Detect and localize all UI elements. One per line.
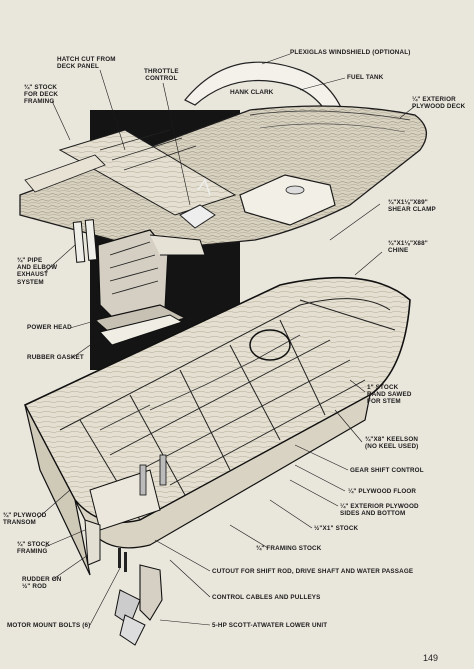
label-fuel-tank: FUEL TANK [347, 74, 384, 81]
label-shear-clamp: ¾"x1⅛"x89" SHEAR CLAMP [388, 199, 436, 214]
page-number: 149 [423, 653, 439, 663]
label-pipe-exhaust: ¾" PIPE AND ELBOW EXHAUST SYSTEM [17, 257, 58, 286]
label-deck-framing-stock: ¾" STOCK FOR DECK FRAMING [24, 84, 59, 106]
label-framing-stock-center: ¾" FRAMING STOCK [256, 545, 322, 552]
label-gear-shift: GEAR SHIFT CONTROL [350, 467, 424, 474]
deck-panel [19, 105, 427, 251]
label-plexiglas-windshield: PLEXIGLAS WINDSHIELD (OPTIONAL) [290, 49, 411, 56]
label-lower-unit: 5-HP SCOTT-ATWATER LOWER UNIT [212, 622, 328, 629]
label-stock-half-by-one: ½"x1" STOCK [314, 525, 359, 532]
label-rudder: RUDDER ON ½" ROD [22, 576, 62, 591]
label-control-cables: CONTROL CABLES AND PULLEYS [212, 594, 321, 601]
label-chine: ¾"x1⅛"x88" CHINE [388, 240, 428, 255]
label-cutout: CUTOUT FOR SHIFT ROD, DRIVE SHAFT AND WA… [212, 568, 414, 575]
label-plywood-deck: ¼" EXTERIOR PLYWOOD DECK [412, 96, 466, 111]
label-plywood-transom: ¾" PLYWOOD TRANSOM [3, 512, 47, 527]
label-hatch-cut: HATCH CUT FROM DECK PANEL [57, 56, 116, 71]
leader-lines [37, 53, 416, 626]
label-framing-stock-left: ¾" STOCK FRAMING [17, 541, 51, 556]
label-power-head: POWER HEAD [27, 324, 72, 331]
label-stem-stock: 1" STOCK BAND SAWED FOR STEM [367, 384, 412, 406]
label-plywood-floor: ¼" PLYWOOD FLOOR [348, 488, 417, 495]
label-throttle-control: THROTTLE CONTROL [144, 68, 179, 83]
lower-unit [84, 519, 163, 646]
label-motor-mount-bolts: MOTOR MOUNT BOLTS (6) [7, 622, 91, 629]
label-rubber-gasket: RUBBER GASKET [27, 354, 84, 361]
label-keelson: ¾"x8" KEELSON (NO KEEL USED) [365, 436, 419, 451]
power-head [72, 219, 206, 346]
hull [23, 276, 411, 576]
signature: HANK CLARK [230, 89, 274, 96]
label-sides-bottom: ¼" EXTERIOR PLYWOOD SIDES AND BOTTOM [340, 503, 419, 518]
throttle-control [179, 178, 216, 229]
fuel-tank [239, 174, 336, 226]
